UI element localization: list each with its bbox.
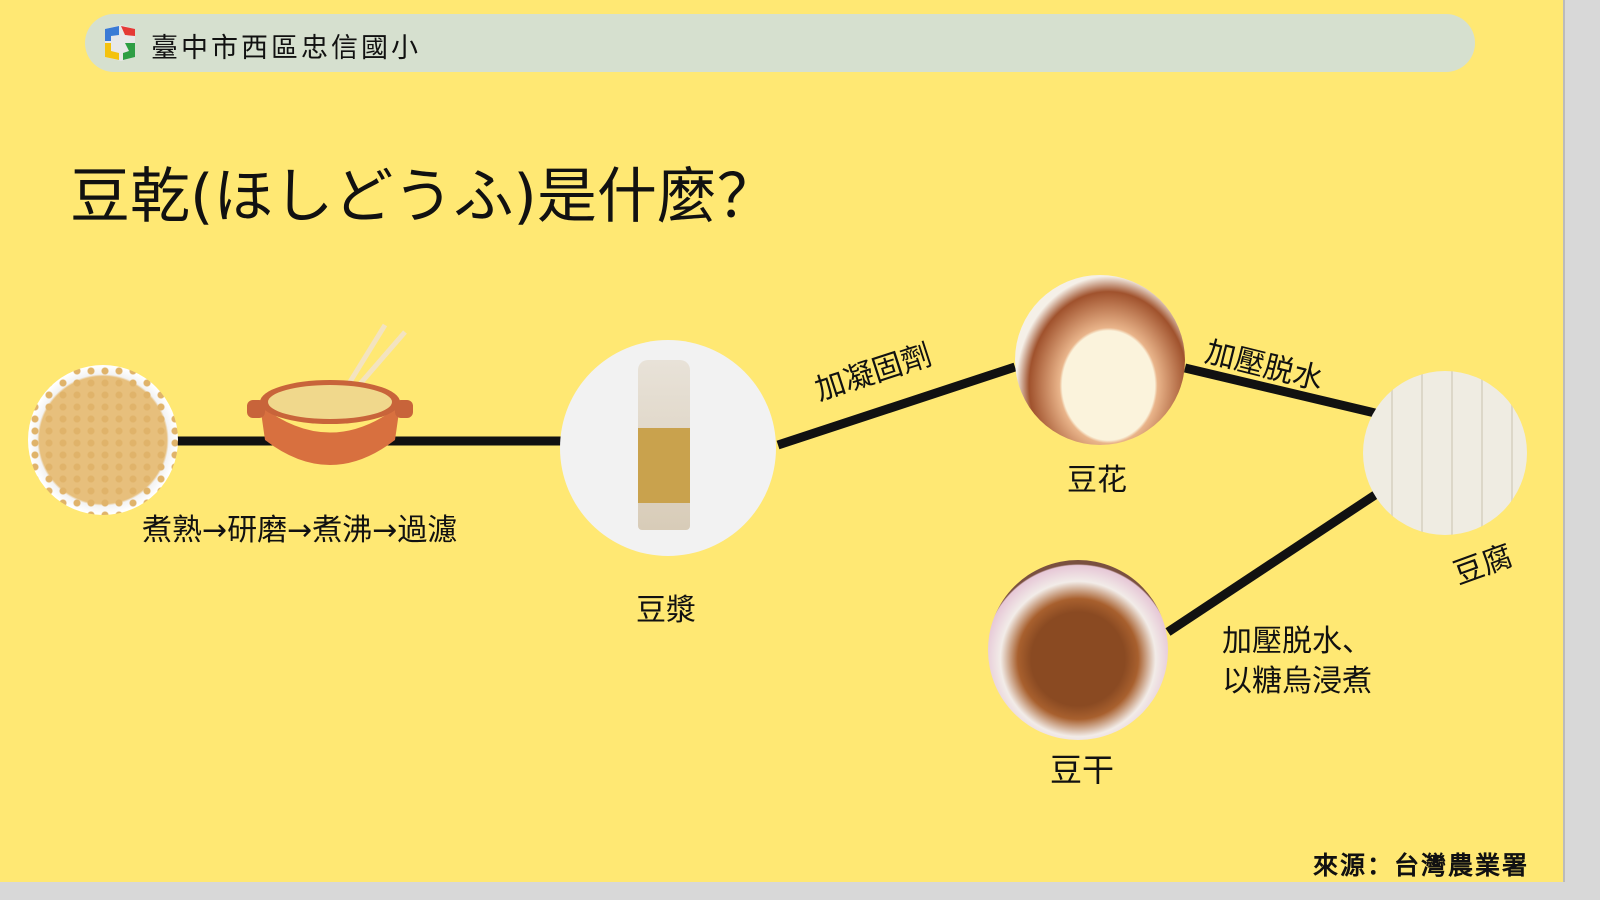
soy-milk-label: 豆漿 xyxy=(636,593,696,628)
tofu-pudding-image xyxy=(1015,275,1185,445)
source-credit: 來源：台灣農業署 xyxy=(1313,851,1530,880)
tofu-pudding-label: 豆花 xyxy=(1067,463,1127,498)
process-lines xyxy=(175,362,1378,636)
press-braise-label-2: 以糖烏浸煮 xyxy=(1222,664,1372,699)
school-logo-icon xyxy=(105,25,135,61)
soy-milk-image xyxy=(560,340,776,556)
process-steps-label: 煮熟→研磨→煮沸→過濾 xyxy=(142,513,458,548)
slide: 臺中市西區忠信國小 豆乾(ほしどうふ)是什麼？ 煮熟→研磨→煮沸→過濾 豆漿 加… xyxy=(0,0,1565,882)
header-bar: 臺中市西區忠信國小 xyxy=(85,14,1475,72)
press-braise-label-1: 加壓脱水、 xyxy=(1222,624,1372,659)
page-title: 豆乾(ほしどうふ)是什麼？ xyxy=(70,162,777,232)
tofu-image xyxy=(1363,371,1527,535)
school-name: 臺中市西區忠信國小 xyxy=(151,33,421,64)
dried-tofu-image xyxy=(988,560,1168,740)
dried-tofu-label: 豆干 xyxy=(1050,751,1115,789)
pot-icon xyxy=(247,323,413,465)
soybeans-image xyxy=(28,365,178,515)
